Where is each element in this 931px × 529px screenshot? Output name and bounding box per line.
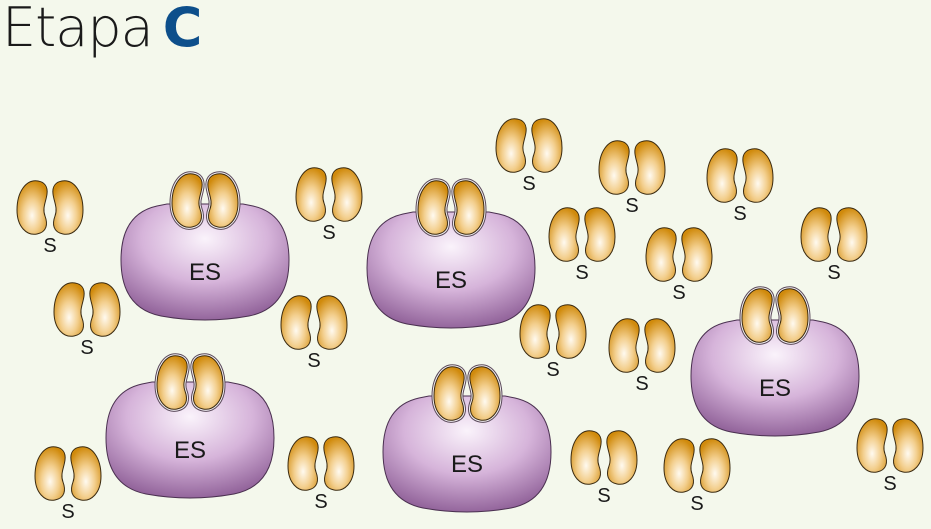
substrate-molecule	[520, 305, 586, 358]
enzyme-substrate-complex: ES	[120, 174, 290, 321]
stage-letter: C	[162, 0, 203, 59]
enzyme-substrate-complex: ES	[105, 356, 275, 499]
free-substrate: S	[707, 149, 773, 225]
free-substrate: S	[609, 319, 675, 395]
free-substrate: S	[496, 119, 562, 195]
substrate-label: S	[322, 222, 335, 244]
free-substrate: S	[646, 228, 712, 304]
free-substrate: S	[801, 208, 867, 284]
free-substrate: S	[35, 447, 101, 523]
substrate-molecule	[801, 208, 867, 261]
substrate-molecule	[599, 141, 665, 194]
substrate-molecule	[17, 181, 83, 234]
es-label: ES	[759, 375, 791, 402]
substrate-label: S	[625, 195, 638, 217]
substrate-molecule	[281, 296, 347, 349]
title-text: Etapa	[2, 0, 154, 59]
substrate-label: S	[597, 485, 610, 507]
free-substrate: S	[549, 208, 615, 284]
substrate-label: S	[635, 373, 648, 395]
substrate-molecule	[664, 439, 730, 492]
substrate-label: S	[61, 501, 74, 523]
free-substrate: S	[54, 283, 120, 359]
substrate-label: S	[672, 282, 685, 304]
free-substrate: S	[288, 437, 354, 513]
substrate-label: S	[575, 262, 588, 284]
substrate-label: S	[314, 491, 327, 513]
substrate-molecule	[646, 228, 712, 281]
es-label: ES	[435, 267, 467, 294]
enzyme-substrate-complex: ES	[382, 367, 552, 513]
substrate-label: S	[827, 262, 840, 284]
es-label: ES	[451, 451, 483, 478]
free-substrate: S	[599, 141, 665, 217]
substrate-label: S	[883, 473, 896, 495]
substrate-molecule	[857, 419, 923, 472]
free-substrate: S	[857, 419, 923, 495]
substrate-label: S	[307, 350, 320, 372]
free-substrate: S	[296, 168, 362, 244]
es-label: ES	[189, 259, 221, 286]
free-substrate: S	[17, 181, 83, 257]
substrate-label: S	[690, 493, 703, 515]
substrate-label: S	[546, 359, 559, 381]
substrate-molecule	[496, 119, 562, 172]
substrate-label: S	[733, 203, 746, 225]
substrate-molecule	[707, 149, 773, 202]
free-substrate: S	[281, 296, 347, 372]
substrate-label: S	[522, 173, 535, 195]
enzyme-substrate-complex: ES	[690, 289, 860, 437]
substrate-molecule	[296, 168, 362, 221]
free-substrate: S	[520, 305, 586, 381]
substrate-molecule	[35, 447, 101, 500]
substrate-molecule	[571, 431, 637, 484]
substrate-label: S	[80, 337, 93, 359]
substrate-molecule	[288, 437, 354, 490]
enzyme-substrate-complex: ES	[366, 181, 536, 329]
substrate-molecule	[549, 208, 615, 261]
free-substrate: S	[571, 431, 637, 507]
substrate-molecule	[54, 283, 120, 336]
substrate-label: S	[43, 235, 56, 257]
es-label: ES	[174, 437, 206, 464]
free-substrate: S	[664, 439, 730, 515]
substrate-molecule	[609, 319, 675, 372]
